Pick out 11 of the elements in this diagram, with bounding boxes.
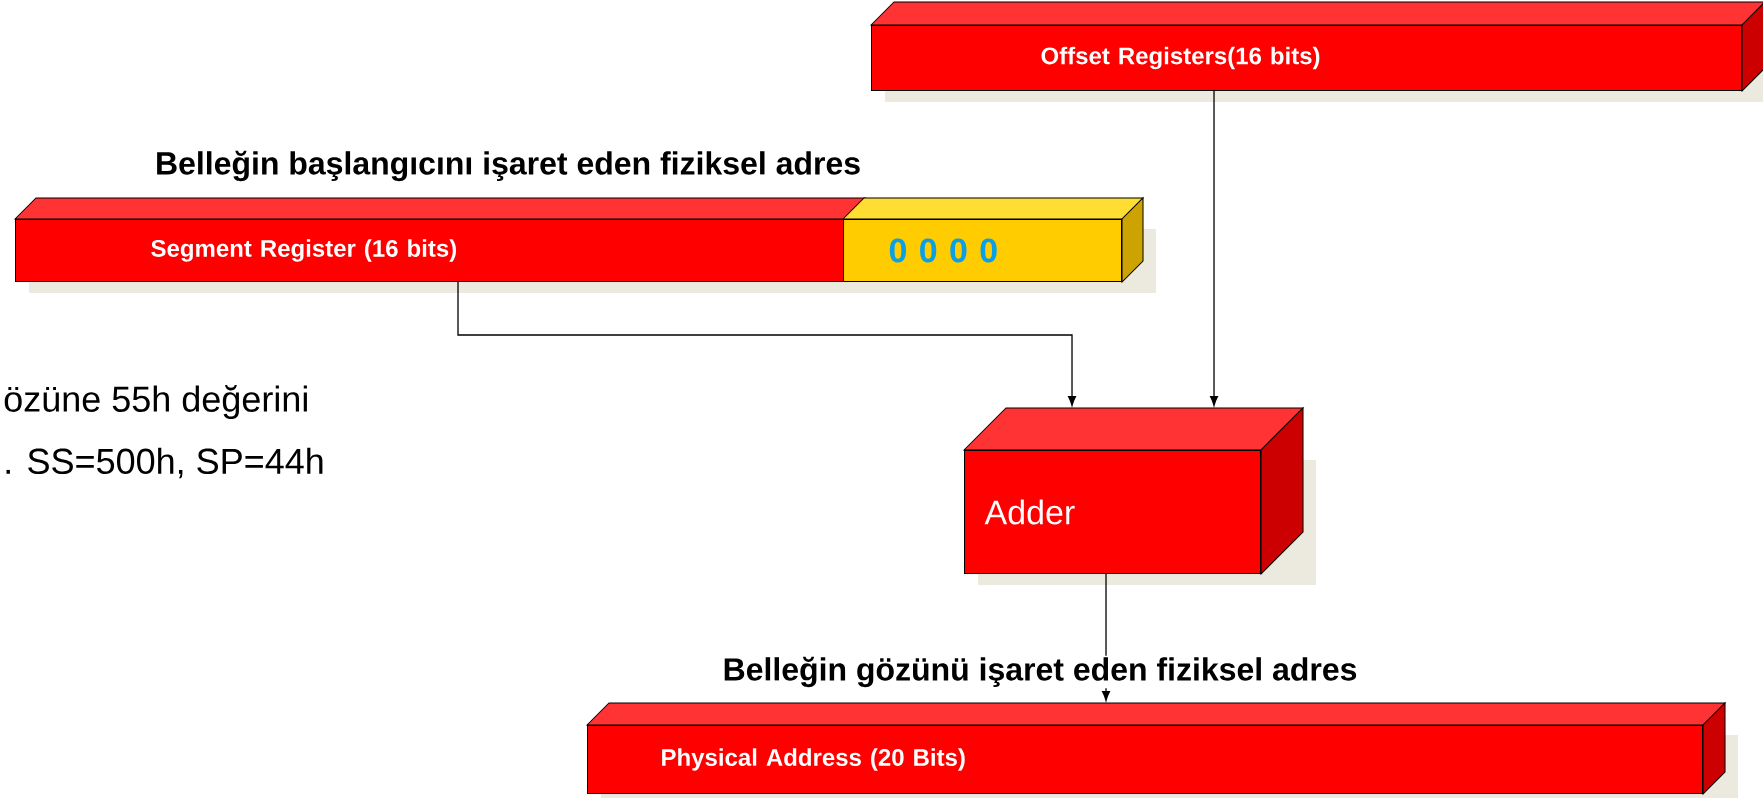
arrow (457, 281, 1077, 406)
register-box: Offset Registers(16 bits) (870, 1, 1763, 92)
adder-box: Adder (963, 407, 1304, 575)
register-box: Segment Register (16 bits) (14, 197, 866, 282)
arrow (1210, 90, 1219, 406)
heading: Belleğin gözünü işaret eden fiziksel adres (721, 655, 1359, 689)
note-text: . SS=500h, SP=44h (2, 446, 326, 480)
zero-bits-box: 0 0 0 0 (842, 197, 1144, 283)
register-box: Physical Address (20 Bits) (586, 702, 1726, 795)
heading: Belleğin başlangıcını işaret eden fiziksel adres (154, 149, 863, 183)
note-text: özüne 55h değerini (2, 384, 311, 420)
